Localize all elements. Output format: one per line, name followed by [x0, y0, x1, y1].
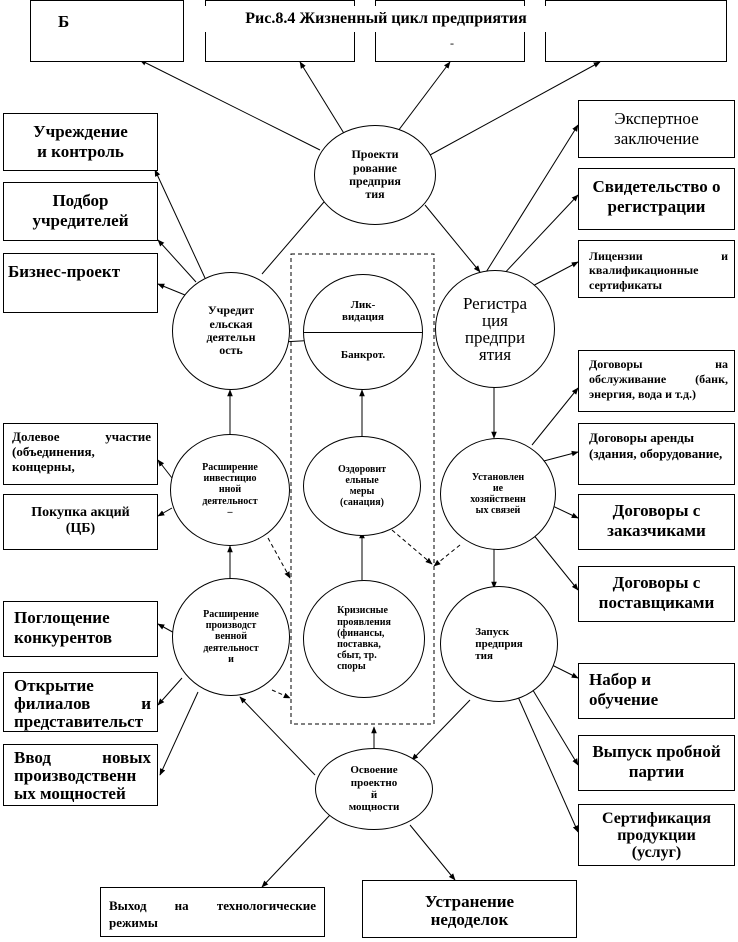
box-competitor-takeover: Поглощение конкурентов — [3, 601, 158, 657]
circle-capacity-mastering: Освоение проектно й мощности — [315, 748, 433, 830]
box-new-capacity: Ввод новых производственн ых мощностей — [3, 744, 158, 806]
circle-projecting: Проекти рование предприя тия — [314, 125, 436, 225]
circle-economic-links-label: Установлен ие хозяйственн ых связей — [470, 471, 526, 517]
arrow-prod-branches — [157, 677, 183, 706]
arrow-invest-shares — [157, 507, 173, 517]
arrow-launch-cert — [514, 689, 579, 833]
circle-recovery-measures: Оздоровит ельные меры (санация) — [303, 436, 421, 536]
box-tech-modes: Выход на технологические режимы — [100, 887, 325, 937]
circle-crisis-label: Кризисные проявления (финансы, поставка,… — [337, 605, 391, 673]
box-recruitment: Набор и обучение — [578, 663, 735, 719]
box-certification: Сертификация продукции (услуг) — [578, 804, 735, 866]
circle-launch: Запуск предприя тия — [440, 586, 558, 702]
box-service-contracts: Договоры на обслуживание (банк, энергия,… — [578, 350, 735, 412]
circle-founding-activity-label: Учредит ельская деятельн ость — [206, 303, 256, 358]
circle-production-expansion: Расширение производст венной деятельност… — [172, 578, 290, 696]
box-defect-elimination: Устранение недоделок — [362, 880, 577, 938]
circle-bankruptcy-label: Банкрот. — [340, 349, 386, 361]
title-fragment-left: Б — [58, 12, 70, 31]
box-registration-cert: Свидетельство о регистрации — [578, 168, 735, 230]
circle-registration-label: Регистра ция предпри ятия — [462, 294, 528, 364]
arrow-proj-top4 — [429, 61, 601, 156]
circle-recovery-measures-label: Оздоровит ельные меры (санация) — [337, 463, 387, 509]
arrow-links-frame-dashed — [433, 544, 461, 567]
circle-divider — [304, 332, 422, 333]
arrow-links-service — [531, 387, 579, 446]
box-founders-selection: Подбор учредителей — [3, 182, 158, 241]
circle-capacity-mastering-label: Освоение проектно й мощности — [348, 764, 400, 814]
arrow-proj-registration — [424, 204, 481, 273]
box-expert-conclusion: Экспертное заключение — [578, 100, 735, 158]
arrow-links-lease — [539, 450, 579, 463]
arrow-founding-proj — [261, 194, 331, 275]
box-branches-opening: Открытие филиалов и представительст — [3, 672, 158, 732]
box-business-project: Бизнес-проект — [3, 253, 158, 313]
circle-liquidation-label: Лик- видация — [342, 299, 384, 324]
box-supplier-contracts: Договоры с поставщиками — [578, 566, 735, 622]
box-equity-participation: Долевое участие (объединения, концерны, — [3, 423, 158, 485]
circle-production-expansion-label: Расширение производст венной деятельност… — [203, 609, 259, 665]
circle-projecting-label: Проекти рование предприя тия — [349, 147, 401, 202]
arrow-launch-capacity — [411, 699, 471, 761]
arrow-capacity-defects — [409, 824, 456, 881]
box-lease-contracts: Договоры аренды (здания, оборудование, — [578, 423, 735, 485]
arrow-proj-top2 — [299, 61, 346, 136]
page-title: Рис.8.4 Жизненный цикл предприятия — [196, 6, 576, 32]
arrow-launch-trial — [527, 681, 579, 766]
circle-investment-expansion: Расширение инвестицио нной деятельност – — [170, 434, 290, 546]
arrow-proj-top1 — [139, 59, 321, 151]
arrow-capacity-tech — [261, 814, 331, 888]
circle-investment-expansion-label: Расширение инвестицио нной деятельност – — [202, 462, 258, 518]
arrow-reg-expert — [477, 124, 579, 286]
top-box-1 — [30, 0, 184, 62]
circle-crisis: Кризисные проявления (финансы, поставка,… — [303, 580, 425, 698]
box-foundation-control: Учреждение и контроль — [3, 113, 158, 171]
box-share-purchase: Покупка акций (ЦБ) — [3, 494, 158, 550]
box-customer-contracts: Договоры с заказчиками — [578, 494, 735, 550]
circle-launch-label: Запуск предприя тия — [475, 625, 523, 663]
arrow-invest-equity — [157, 459, 173, 479]
circle-founding-activity: Учредит ельская деятельн ость — [172, 272, 290, 390]
arrow-recovery-frame-dashed — [391, 529, 433, 565]
box-licenses: Лицензии и квалификационные сертификаты — [578, 240, 735, 298]
arrow-capacity-production — [239, 696, 316, 776]
arrow-founding-founders — [157, 239, 197, 283]
arrow-founding-foundation — [154, 169, 206, 279]
arrow-prod-capacity — [159, 691, 199, 776]
arrow-founding-business — [157, 283, 186, 296]
arrow-prod-crisis-dashed — [271, 689, 291, 699]
crisis-zone-frame — [290, 253, 435, 725]
circle-liquidation-bankruptcy: Лик- видация Банкрот. — [303, 274, 423, 390]
arrow-invest-crisis-dashed — [267, 537, 291, 579]
circle-registration: Регистра ция предпри ятия — [435, 270, 555, 388]
circle-economic-links: Установлен ие хозяйственн ых связей — [440, 438, 556, 550]
box-trial-batch: Выпуск пробной партии — [578, 735, 735, 791]
title-fragment-dash: - — [450, 36, 454, 50]
arrow-links-suppliers — [527, 527, 579, 591]
arrow-reg-certificate — [499, 194, 579, 279]
arrow-proj-top3 — [394, 61, 451, 136]
